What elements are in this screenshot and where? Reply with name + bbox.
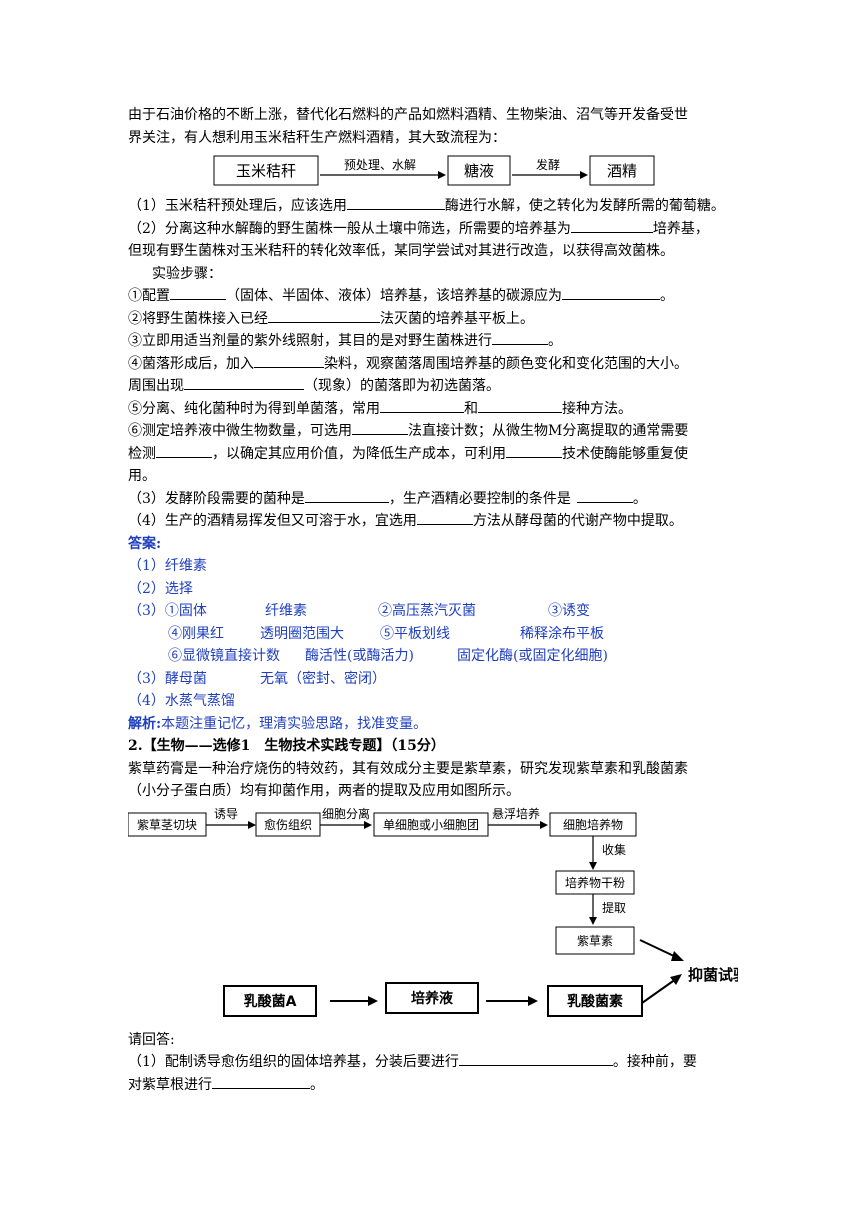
flow2-arrow-5-head <box>589 916 597 925</box>
question-2-title: 2.【生物——选修1 生物技术实践专题】（15分） <box>128 738 445 754</box>
answer-3-item-1: （3）①固体 <box>128 603 207 619</box>
flow2-box-shikonin <box>555 926 635 954</box>
flow2-box-lactocin-label: 乳酸菌素 <box>567 993 623 1010</box>
answer-4: （3）酵母菌 无氧（密封、密闭） <box>128 668 738 691</box>
answer-3-line-2: ④刚果红 透明圈范围大 ⑤平板划线 稀释涂布平板 <box>128 623 738 646</box>
flow2-box-medium-label: 培养液 <box>411 990 454 1007</box>
flow-box-sugar <box>447 155 511 186</box>
question-3: （3）发酵阶段需要的菌种是，生产酒精必要控制的条件是。 <box>128 488 738 511</box>
flow-box-alcohol-label: 酒精 <box>607 162 637 180</box>
flow2-box-lactocin <box>547 984 643 1017</box>
extraction-flowchart: 紫草茎切块 诱导 愈伤组织 细胞分离 单细胞或小细胞团 悬浮培养 细胞培养物 收… <box>128 807 738 1017</box>
steps-title: 实验步骤： <box>152 265 222 282</box>
answer-2: （2）选择 <box>128 580 193 597</box>
flow-box-sugar-label: 糖液 <box>464 162 494 180</box>
answer-3-item-5: ④刚果红 <box>168 625 224 642</box>
flow2-arrow-2-label: 细胞分离 <box>322 807 370 821</box>
flow-arrow-1-label: 预处理、水解 <box>344 158 416 172</box>
answer-3-item-10: 酶活性(或酶活力) <box>305 648 414 664</box>
flow-arrow-2-head <box>580 171 588 179</box>
flow2-arrow-1-head <box>248 820 256 829</box>
answer-3-item-8: 稀释涂布平板 <box>520 625 604 642</box>
flow2-arrow-1-label: 诱导 <box>214 807 238 821</box>
step-5: ⑤分离、纯化菌种时为得到单菌落，常用和接种方法。 <box>128 398 738 421</box>
flow2-target-label: 抑菌试验 <box>688 966 738 984</box>
answer-label: 答案: <box>128 535 162 552</box>
step-6: ⑥测定培养液中微生物数量，可选用法直接计数；从微生物M分离提取的通常需要 <box>128 420 738 443</box>
step-1: ①配置（固体、半固体、液体）培养基，该培养基的碳源应为。 <box>128 285 738 308</box>
step-3: ③立即用适当剂量的紫外线照射，其目的是对野生菌株进行。 <box>128 330 738 353</box>
question-1: （1）玉米秸秆预处理后，应该选用酶进行水解，使之转化为发酵所需的葡萄糖。 <box>128 195 738 218</box>
flow2-arrow-4-label: 收集 <box>602 842 626 857</box>
flow2-box-culture-label: 细胞培养物 <box>563 817 623 832</box>
answer-3-item-2: 纤维素 <box>265 603 307 619</box>
flow2-arrow-2-head <box>364 820 372 829</box>
answer-5: （4）水蒸气蒸馏 <box>128 693 235 709</box>
intro-line-1: 由于石油价格的不断上涨，替代化石燃料的产品如燃料酒精、生物柴油、沼气等开发备受世 <box>128 107 688 123</box>
answer-3-line-3: ⑥显微镜直接计数 酶活性(或酶活力) 固定化酶(或固定化细胞) <box>128 645 738 668</box>
flow2-arrow-5-label: 提取 <box>602 900 626 915</box>
answer-3-line-1: （3）①固体 纤维素 ②高压蒸汽灭菌 ③诱变 <box>128 600 738 623</box>
flow2-arrow-9-head <box>670 973 682 985</box>
step-6-b: 检测，以确定其应用价值，为降低生产成本，可利用技术使酶能够重复使 <box>128 443 738 466</box>
flow2-arrow-4-head <box>589 861 597 870</box>
intro-line-2: 界关注，有人想利用玉米秸秆生产燃料酒精，其大致流程为： <box>128 129 506 146</box>
flow2-box-stem-label: 紫草茎切块 <box>137 818 197 832</box>
step-4: ④菌落形成后，加入染料，观察菌落周围培养基的颜色变化和变化范围的大小。 <box>128 353 738 376</box>
please-answer: 请回答: <box>128 1031 175 1048</box>
flow-arrow-1-head <box>438 171 446 179</box>
answer-4-item-1: （3）酵母菌 <box>128 670 207 687</box>
answer-3-item-11: 固定化酶(或固定化细胞) <box>457 648 608 664</box>
flow2-arrow-9 <box>641 977 677 1004</box>
flow-box-corn-stalk-label: 玉米秸秆 <box>236 162 296 180</box>
flow2-box-powder <box>555 870 635 894</box>
flow2-box-medium <box>385 981 479 1014</box>
answer-3-item-6: 透明圈范围大 <box>260 625 344 642</box>
answer-4-item-2: 无氧（密封、密闭） <box>260 670 386 687</box>
answer-3-item-3: ②高压蒸汽灭菌 <box>378 603 476 619</box>
question-2-1-line-2: 对紫草根进行。 <box>128 1074 738 1097</box>
flow-arrow-2-label: 发酵 <box>536 157 560 172</box>
flowchart-svg: 玉米秸秆 预处理、水解 糖液 发酵 酒精 <box>213 155 655 186</box>
flow2-arrow-3-head <box>540 820 548 829</box>
flow-box-alcohol <box>589 155 655 186</box>
flow2-arrow-7-head <box>368 995 378 1006</box>
answer-3-item-4: ③诱变 <box>548 603 590 619</box>
answer-3-item-7: ⑤平板划线 <box>380 625 450 642</box>
flow2-box-callus-label: 愈伤组织 <box>264 817 312 832</box>
question-2-line-2: 但现有野生菌株对玉米秸秆的转化效率低，某同学尝试对其进行改造，以获得高效菌株。 <box>128 243 674 259</box>
flow2-box-lactobacillus <box>223 984 317 1017</box>
flow2-box-single-cell-label: 单细胞或小细胞团 <box>383 818 479 832</box>
flow2-arrow-6-head <box>671 950 684 961</box>
answer-3-item-9: ⑥显微镜直接计数 <box>168 648 280 664</box>
question-4: （4）生产的酒精易挥发但又可溶于水，宜选用方法从酵母菌的代谢产物中提取。 <box>128 510 738 533</box>
question-2-1-line-1: （1）配制诱导愈伤组织的固体培养基，分装后要进行。接种前，要 <box>128 1051 738 1074</box>
flow2-box-shikonin-label: 紫草素 <box>577 934 613 948</box>
process-flowchart: 玉米秸秆 预处理、水解 糖液 发酵 酒精 <box>128 153 738 191</box>
step-4-b: 周围出现（现象）的菌落即为初选菌落。 <box>128 375 738 398</box>
question-2-line-1: （2）分离这种水解酶的野生菌株一般从土壤中筛选，所需要的培养基为培养基， <box>128 218 738 241</box>
flow-box-corn-stalk <box>213 155 319 186</box>
step-2: ②将野生菌株接入已经法灭菌的培养基平板上。 <box>128 308 738 331</box>
question-2-intro-1: 紫草药膏是一种治疗烧伤的特效药，其有效成分主要是紫草素，研究发现紫草素和乳酸菌素 <box>128 760 688 777</box>
answer-1: （1）纤维素 <box>128 558 207 574</box>
flow2-box-lactobacillus-label: 乳酸菌A <box>244 993 297 1010</box>
document-page: 由于石油价格的不断上涨，替代化石燃料的产品如燃料酒精、生物柴油、沼气等开发备受世… <box>128 104 738 1096</box>
flow2-arrow-8-head <box>528 995 538 1006</box>
question-2-intro-2: （小分子蛋白质）均有抑菌作用，两者的提取及应用如图所示。 <box>128 783 520 799</box>
flow2-box-powder-label: 培养物干粉 <box>565 875 625 890</box>
step-6-c: 用。 <box>128 468 156 484</box>
flow2-arrow-3-label: 悬浮培养 <box>492 807 540 821</box>
analysis: 解析:本题注重记忆，理清实验思路，找准变量。 <box>128 715 428 732</box>
flow2-arrow-6 <box>639 938 677 958</box>
